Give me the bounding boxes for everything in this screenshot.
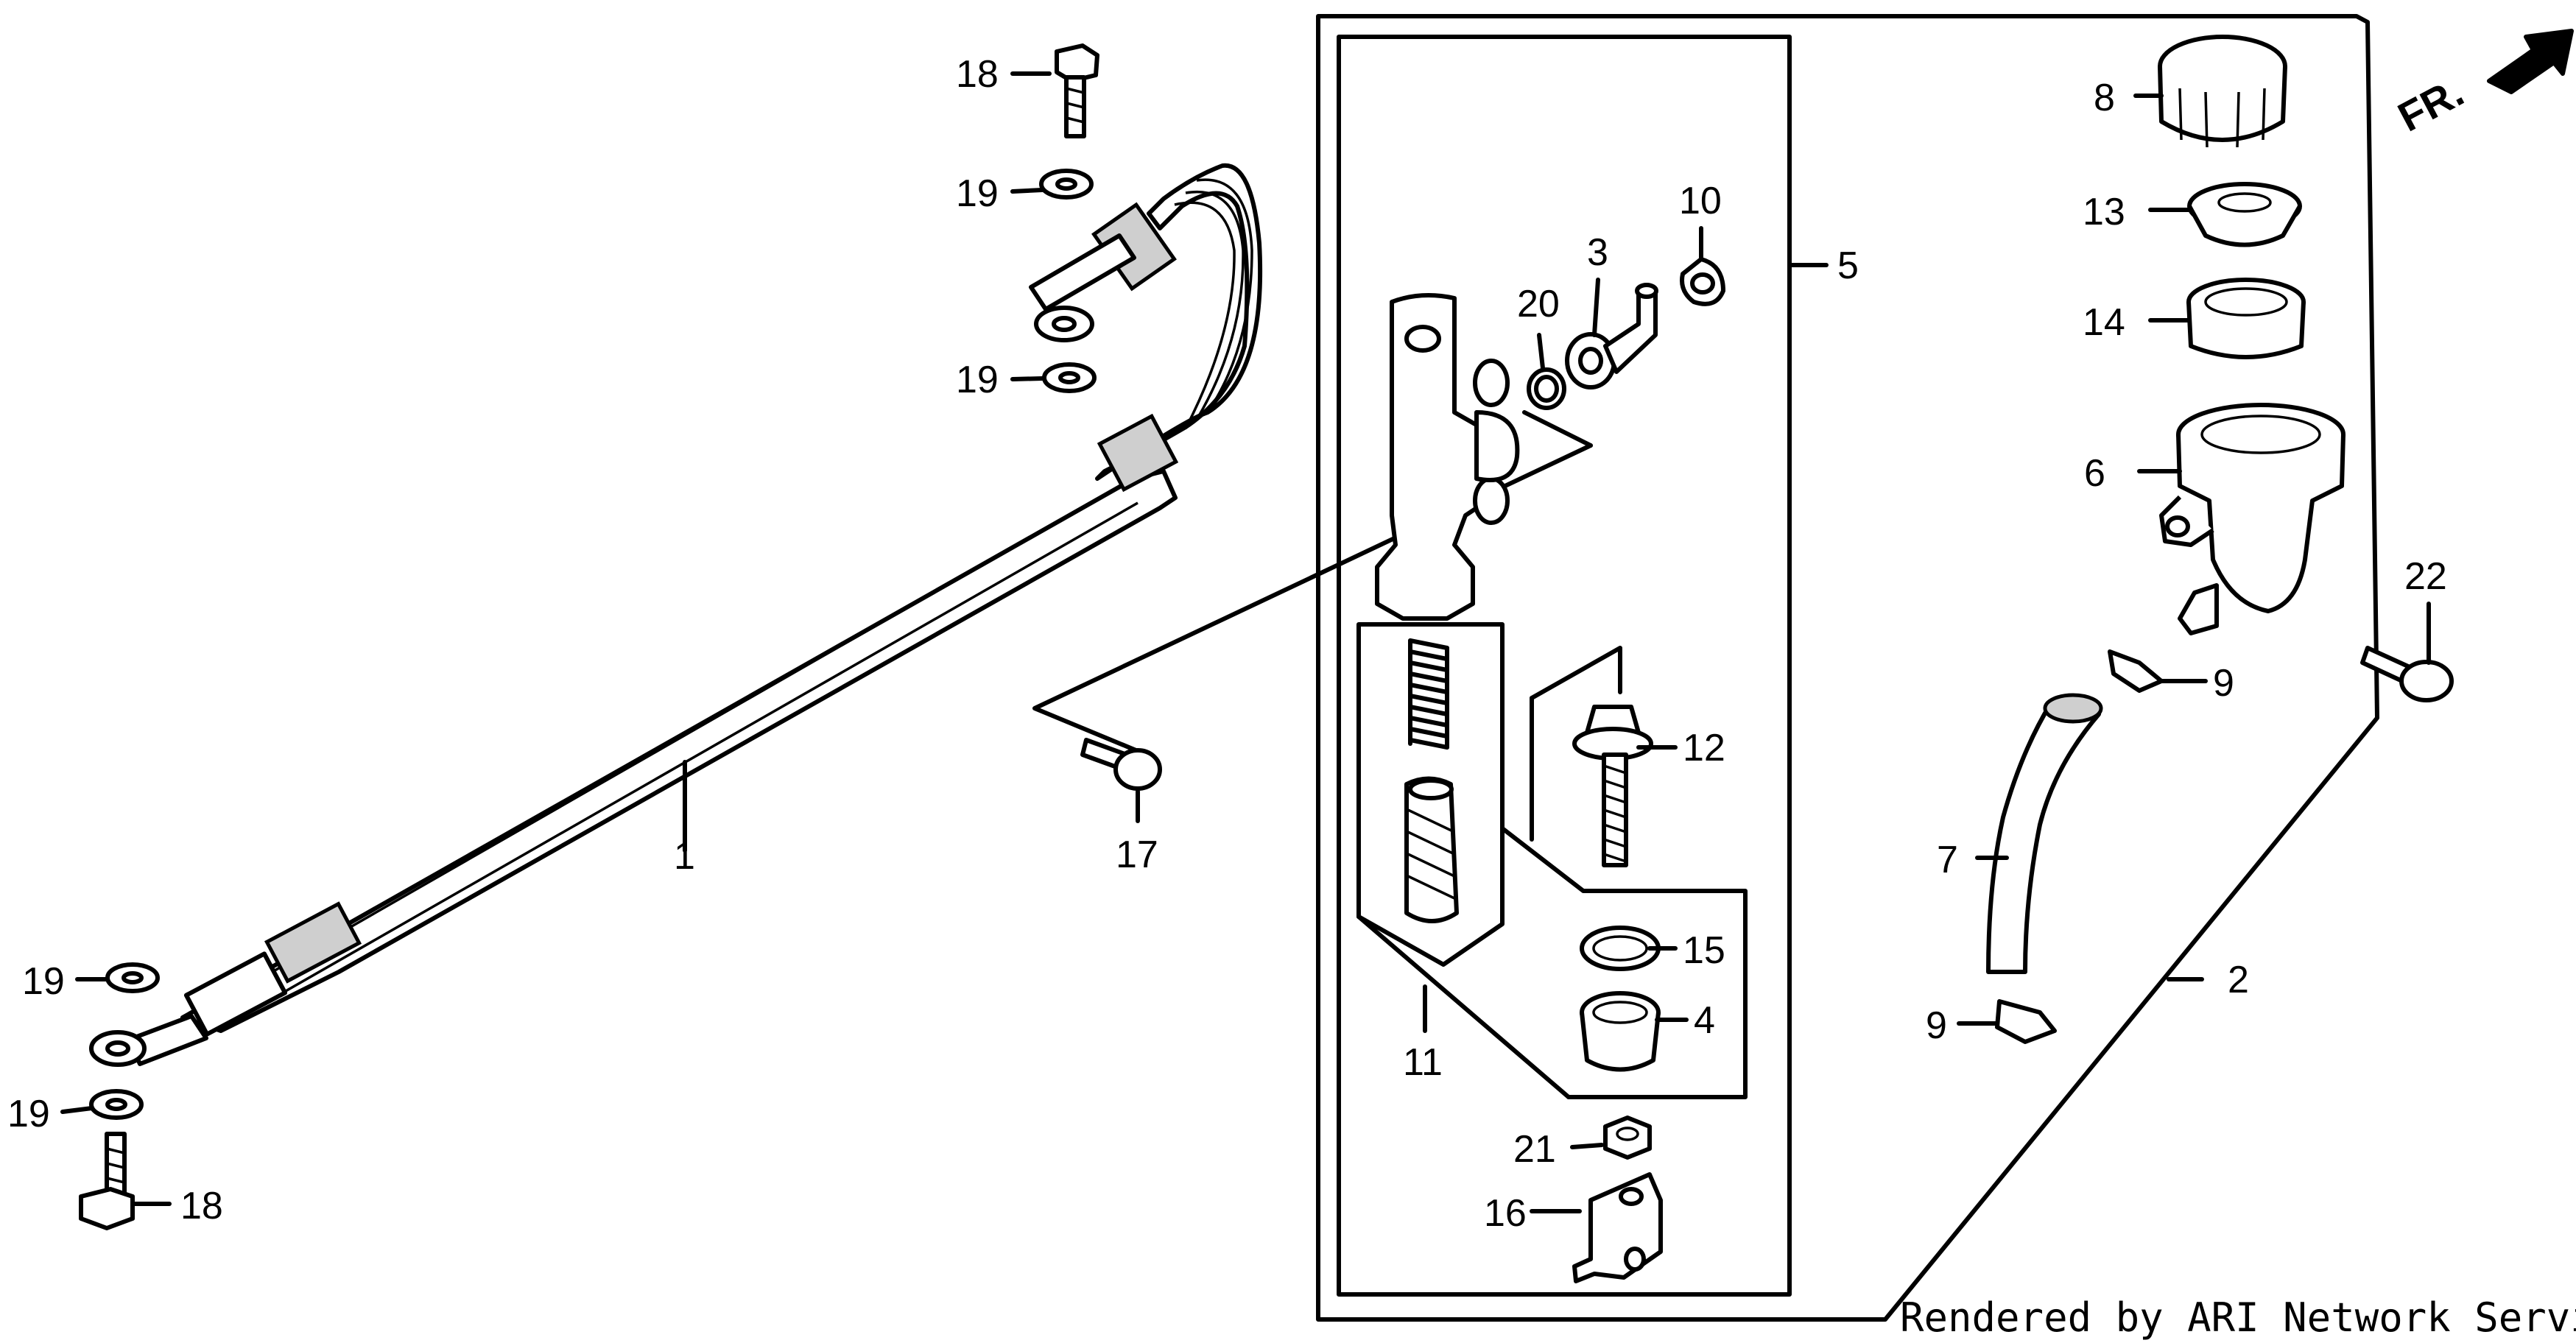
circlip-10-icon [1682, 259, 1723, 304]
credit-text: Rendered by ARI Network Services, Inc. [1900, 1294, 2576, 1341]
callout-12: 12 [1683, 727, 1725, 769]
oil-bolt-bottom-icon [81, 1134, 133, 1228]
callout-19-c: 19 [22, 960, 65, 1003]
plate-13-icon [2189, 184, 2300, 245]
sealing-washer-icon [108, 965, 158, 991]
callout-15: 15 [1683, 929, 1725, 972]
flange-bolt-17-icon [1083, 740, 1160, 789]
callout-3: 3 [1587, 231, 1608, 274]
piston-kit-outline-11 [1359, 624, 1745, 1097]
sealing-washer-icon [1044, 364, 1094, 391]
callout-5: 5 [1837, 244, 1859, 287]
callout-4: 4 [1694, 999, 1715, 1042]
oil-bolt-top-icon [1057, 46, 1097, 136]
callout-18-bottom: 18 [180, 1185, 223, 1227]
clip-9-bottom-icon [1997, 1001, 2055, 1042]
callout-1: 1 [674, 835, 695, 878]
assembly-outline-2 [1318, 16, 2377, 1319]
sealing-washer-icon [1041, 171, 1091, 197]
circlip-15-icon [1582, 928, 1658, 969]
master-cylinder-body-icon [1377, 295, 1517, 618]
callout-16: 16 [1484, 1192, 1527, 1235]
reservoir-cap-8-icon [2160, 37, 2285, 147]
callout-13: 13 [2083, 191, 2125, 233]
joint-16-icon [1574, 1174, 1661, 1281]
callout-21: 21 [1513, 1128, 1556, 1171]
callout-leaders [63, 74, 2429, 1211]
callout-20: 20 [1517, 283, 1560, 325]
callout-7: 7 [1937, 839, 1958, 881]
callout-8: 8 [2094, 77, 2115, 119]
callout-14: 14 [2083, 301, 2125, 344]
brake-hose [91, 166, 1260, 1065]
boot-4-icon [1582, 993, 1658, 1070]
nut-21-icon [1605, 1118, 1650, 1157]
callout-10: 10 [1679, 180, 1722, 222]
callout-2: 2 [2228, 959, 2249, 1001]
callout-18-top: 18 [956, 53, 999, 96]
callout-17: 17 [1116, 833, 1158, 876]
callout-9-bottom: 9 [1926, 1004, 1947, 1047]
diaphragm-14-icon [2189, 280, 2304, 357]
o-ring-20-icon [1529, 370, 1564, 408]
sealing-washer-icon [91, 1091, 141, 1118]
callout-19-a: 19 [956, 172, 999, 215]
fr-label: FR. [2390, 68, 2471, 141]
hose-joint-3-icon [1567, 285, 1656, 387]
callout-19-b: 19 [956, 359, 999, 401]
spring-icon [1410, 641, 1447, 747]
clip-9-top-icon [2110, 652, 2161, 691]
reservoir-6-icon [2161, 405, 2343, 633]
assembly-outline-5 [1339, 37, 1790, 1294]
push-rod-12-icon [1574, 707, 1651, 865]
callout-22: 22 [2404, 555, 2447, 598]
reservoir-hose-7-icon [1988, 695, 2101, 972]
callout-numbers: 1 2 3 4 5 6 7 8 9 9 10 11 12 13 14 15 16… [7, 53, 2447, 1235]
flange-bolt-22-icon [2362, 648, 2452, 700]
callout-11: 11 [1403, 1041, 1443, 1084]
front-direction-arrow-icon: FR. [2390, 31, 2572, 141]
callout-6: 6 [2084, 452, 2105, 495]
callout-9-top: 9 [2213, 662, 2234, 705]
callout-19-d: 19 [7, 1093, 50, 1135]
piston-icon [1407, 779, 1457, 922]
